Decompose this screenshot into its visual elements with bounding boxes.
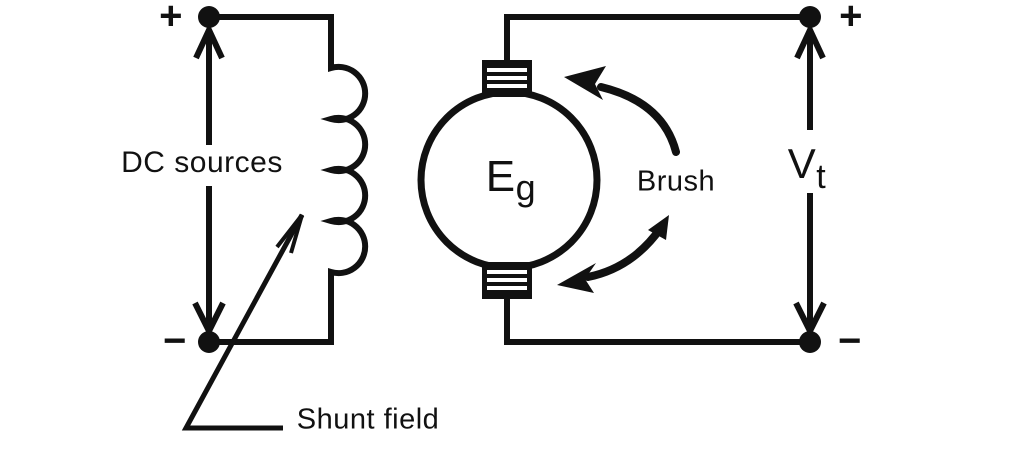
generator-emf-sub: g — [515, 167, 537, 208]
junction-dot-bottom-left — [198, 331, 220, 353]
generator-emf-label: Eg — [485, 152, 536, 206]
junction-dot-top-right — [799, 6, 821, 28]
wire-armature-bottom — [504, 295, 810, 345]
dc-source-arrow — [192, 22, 226, 338]
brush-pointer-arrow-bottom — [557, 215, 669, 293]
polarity-plus-left: + — [159, 0, 183, 38]
junction-dot-bottom-right — [799, 331, 821, 353]
polarity-plus-right: + — [839, 0, 863, 38]
junction-dot-top-left — [198, 6, 220, 28]
polarity-minus-right: − — [838, 319, 862, 363]
shunt-field-label: Shunt field — [296, 403, 440, 436]
wire-armature-top — [504, 14, 810, 64]
terminal-voltage-arrow — [793, 22, 827, 338]
shunt-field-pointer-arrow — [181, 213, 305, 431]
top-brush-icon — [482, 60, 532, 97]
generator-emf-main: E — [485, 152, 516, 201]
brush-label: Brush — [636, 165, 716, 198]
polarity-minus-left: − — [163, 319, 187, 363]
terminal-voltage-label: Vt — [787, 140, 826, 195]
bottom-brush-icon — [482, 262, 532, 299]
field-coil-symbol — [209, 14, 369, 345]
brush-pointer-arrow-top — [564, 66, 680, 156]
dc-sources-label: DC sources — [121, 146, 283, 179]
terminal-voltage-main: V — [787, 140, 817, 187]
terminal-voltage-sub: t — [816, 158, 827, 196]
